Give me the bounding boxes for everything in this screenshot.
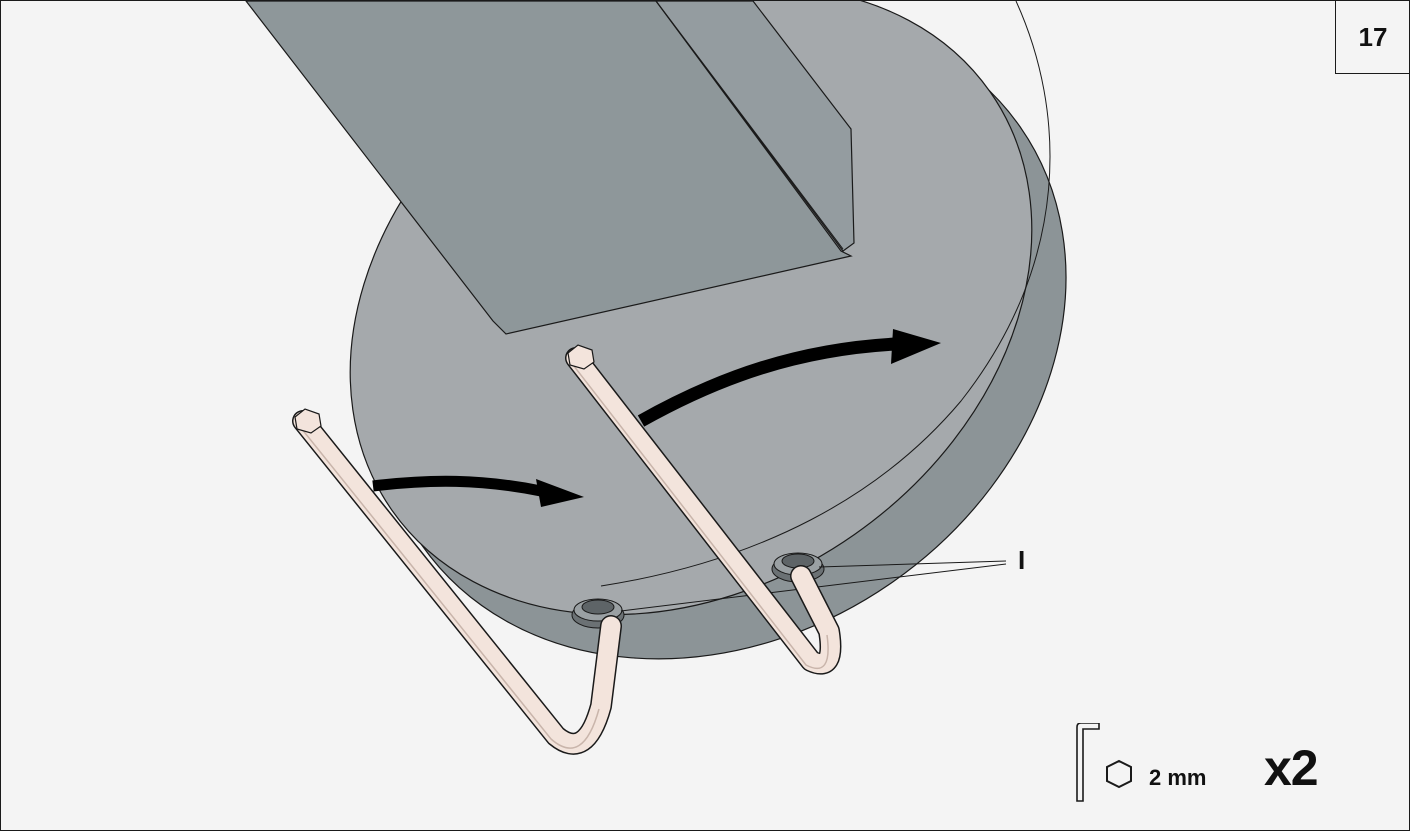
column-left-face <box>245 1 853 335</box>
hex-key-left <box>292 408 622 755</box>
hex-key-icon <box>1076 723 1132 802</box>
callout-leader-right <box>818 560 1007 568</box>
tool-spec: 2 mm x2 <box>1073 723 1373 803</box>
base-plate-edge <box>600 1 1051 587</box>
tool-quantity: x2 <box>1264 740 1319 796</box>
tool-size-label: 2 mm <box>1149 765 1207 790</box>
grub-screw-right <box>771 552 825 583</box>
hexagon-icon <box>1106 759 1132 789</box>
callout-label: I <box>1018 545 1026 575</box>
hex-key-right <box>565 344 842 675</box>
rotation-arrow-right <box>637 329 941 427</box>
rotation-arrow-left <box>372 475 584 507</box>
step-number: 17 <box>1335 1 1409 74</box>
column-edge <box>655 1 844 250</box>
column-right-face <box>655 1 855 252</box>
